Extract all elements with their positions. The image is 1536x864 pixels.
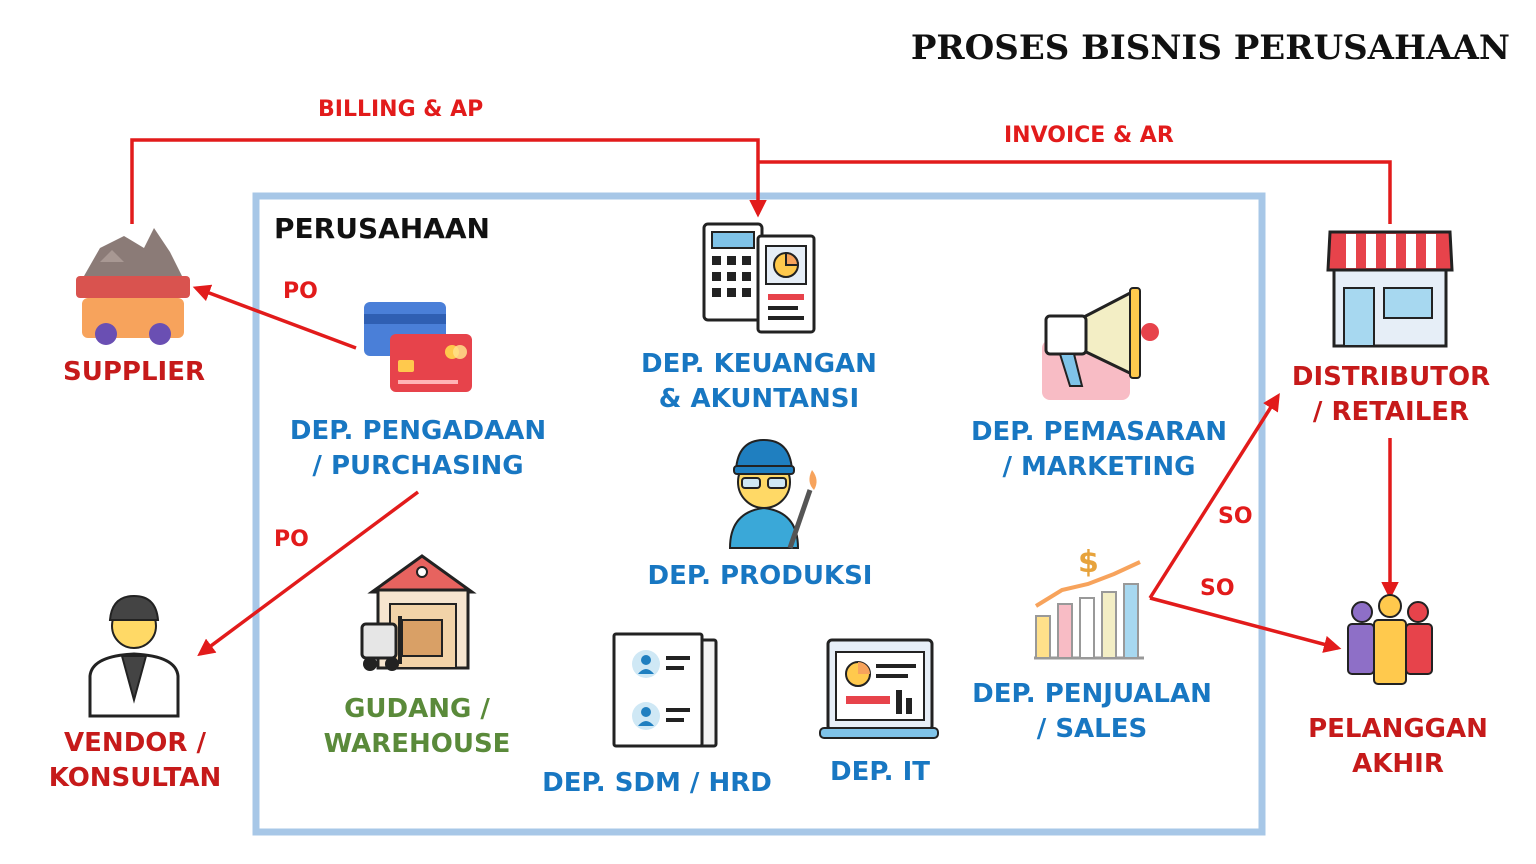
arrow-po-vendor xyxy=(197,490,420,657)
supplier-node: SUPPLIER xyxy=(52,355,216,390)
production-label: DEP. PRODUKSI xyxy=(647,561,873,591)
storefront-icon xyxy=(1326,230,1454,348)
arrow-so-customer xyxy=(1149,596,1342,653)
so-customer-label: SO xyxy=(1200,576,1235,601)
production-node: DEP. PRODUKSI xyxy=(630,559,890,594)
supplier-label: SUPPLIER xyxy=(63,357,205,387)
marketing-node: DEP. PEMASARAN / MARKETING xyxy=(958,415,1240,485)
arrow-so-distributor xyxy=(1148,393,1280,599)
it-label: DEP. IT xyxy=(830,757,930,787)
po-supplier-label: PO xyxy=(283,279,318,304)
arrow-po-supplier xyxy=(192,284,357,350)
finance-node: DEP. KEUANGAN & AKUNTANSI xyxy=(626,347,892,417)
customer-label-line1: PELANGGAN xyxy=(1308,714,1488,744)
warehouse-label-line1: GUDANG / xyxy=(344,694,490,724)
sales-node: DEP. PENJUALAN / SALES xyxy=(956,677,1228,747)
ore-cart-icon xyxy=(76,228,190,345)
distributor-label-line1: DISTRIBUTOR xyxy=(1291,362,1491,392)
people-group-icon xyxy=(1347,594,1433,685)
arrow-invoice-ar xyxy=(758,160,1392,224)
warehouse-forklift-icon xyxy=(360,554,477,671)
svg-text:$: $ xyxy=(1078,545,1099,580)
finance-label-line1: DEP. KEUANGAN xyxy=(641,349,877,379)
so-distributor-label: SO xyxy=(1218,504,1253,529)
customer-node: PELANGGAN AKHIR xyxy=(1296,712,1500,782)
marketing-label-line2: / MARKETING xyxy=(1002,452,1196,482)
diagram-title: PROSES BISNIS PERUSAHAAN xyxy=(910,28,1510,68)
distributor-node: DISTRIBUTOR / RETAILER xyxy=(1284,360,1498,430)
purchasing-label-line1: DEP. PENGADAAN xyxy=(289,416,547,446)
warehouse-node: GUDANG / WAREHOUSE xyxy=(310,692,524,762)
employee-documents-icon xyxy=(612,632,718,748)
invoice-ar-label: INVOICE & AR xyxy=(1004,123,1174,148)
vendor-label-line2: KONSULTAN xyxy=(48,763,222,793)
sales-label-line2: / SALES xyxy=(1036,714,1148,744)
po-vendor-label: PO xyxy=(274,527,309,552)
purchasing-node: DEP. PENGADAAN / PURCHASING xyxy=(272,414,564,484)
it-node: DEP. IT xyxy=(810,755,950,790)
purchasing-label-line2: / PURCHASING xyxy=(312,451,524,481)
welder-worker-icon xyxy=(728,438,817,549)
calculator-report-icon xyxy=(702,222,816,334)
consultant-person-icon xyxy=(88,594,180,718)
megaphone-icon xyxy=(1042,287,1159,400)
finance-label-line2: & AKUNTANSI xyxy=(658,384,860,414)
warehouse-label-line2: WAREHOUSE xyxy=(323,729,511,759)
vendor-label-line1: VENDOR / xyxy=(64,728,206,758)
hrd-label: DEP. SDM / HRD xyxy=(542,768,772,798)
customer-label-line2: AKHIR xyxy=(1352,749,1444,779)
arrow-billing-ap xyxy=(130,138,767,224)
billing-ap-label: BILLING & AP xyxy=(318,97,484,122)
credit-cards-icon xyxy=(364,302,472,392)
growth-chart-icon: $ xyxy=(1034,545,1144,660)
marketing-label-line1: DEP. PEMASARAN xyxy=(970,417,1228,447)
hrd-node: DEP. SDM / HRD xyxy=(528,766,786,801)
company-label: PERUSAHAAN xyxy=(274,212,490,245)
vendor-node: VENDOR / KONSULTAN xyxy=(30,726,240,796)
laptop-dashboard-icon xyxy=(819,638,939,739)
distributor-label-line2: / RETAILER xyxy=(1312,397,1470,427)
sales-label-line1: DEP. PENJUALAN xyxy=(972,679,1212,709)
